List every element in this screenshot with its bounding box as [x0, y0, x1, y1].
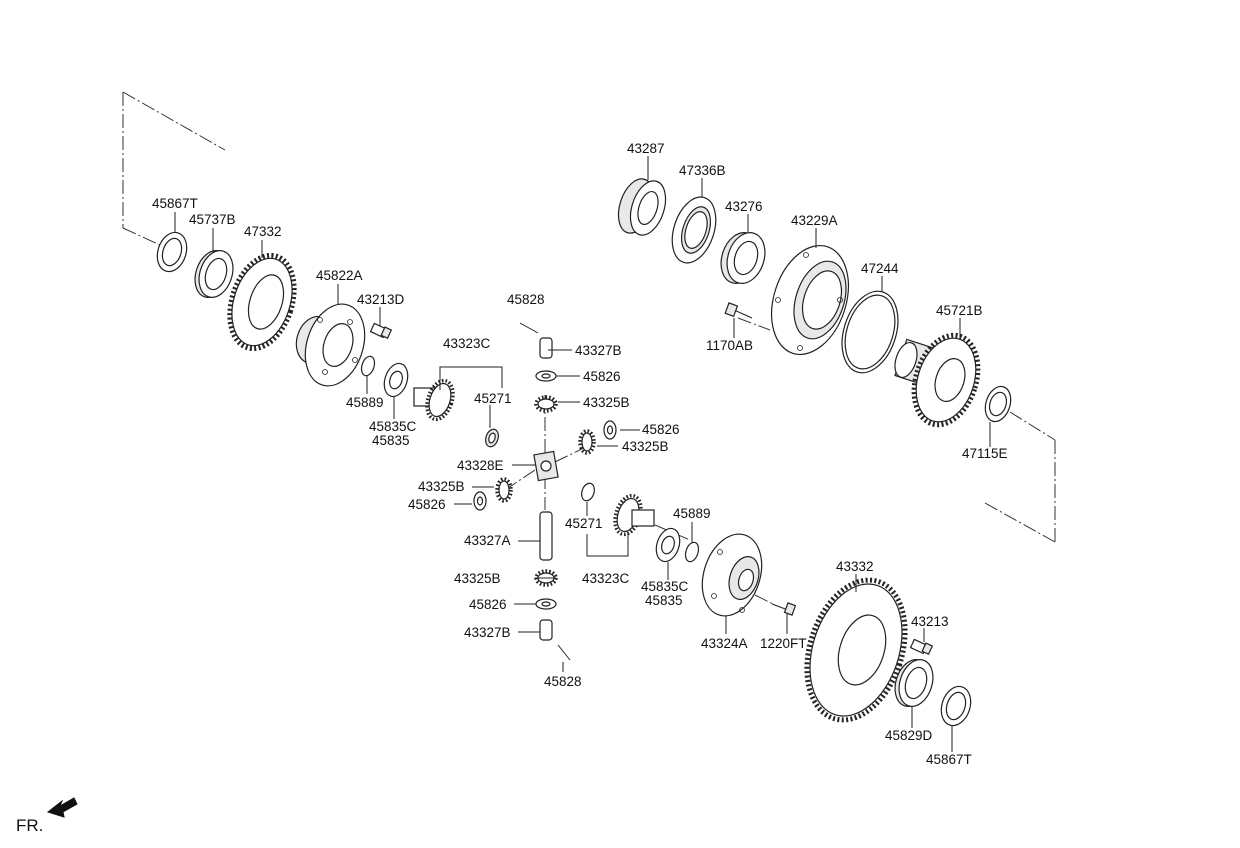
label-43213: 43213	[911, 614, 949, 629]
label-45829D: 45829D	[885, 728, 933, 743]
label-43213D: 43213D	[357, 292, 405, 307]
oil-seal-45271-bottom	[581, 482, 595, 502]
snap-ring-45889-left	[360, 355, 376, 377]
label-45721B: 45721B	[936, 303, 983, 318]
label-45271-top: 45271	[474, 391, 512, 406]
washer-45867T-top	[156, 231, 188, 273]
label-47244: 47244	[861, 261, 899, 276]
label-47336B: 47336B	[679, 163, 726, 178]
differential-case-45822A	[295, 303, 366, 387]
label-43276: 43276	[725, 199, 763, 214]
label-45826-4: 45826	[469, 597, 507, 612]
bolt-1170AB	[724, 302, 753, 319]
side-gear-43323C-left	[413, 378, 455, 422]
pin-43327B-top	[539, 337, 553, 359]
label-43325B-2: 43325B	[622, 439, 669, 454]
thrust-washer-45835C-right	[655, 527, 681, 563]
side-gear-43323C-right	[613, 493, 655, 537]
label-43325B-1: 43325B	[583, 395, 630, 410]
label-43327B-bottom: 43327B	[464, 625, 511, 640]
bearing-45737B	[194, 250, 234, 298]
pinion-43325B-2	[578, 429, 596, 455]
label-45826-3: 45826	[408, 497, 446, 512]
pinion-43325B-3	[495, 477, 513, 503]
retainer-43287	[617, 178, 667, 236]
label-45826-2: 45826	[642, 422, 680, 437]
pin-43327B-bottom	[539, 619, 553, 641]
part-number-labels: 45867T 45737B 47332 45822A 43213D 45889 …	[152, 141, 1008, 767]
roll-pin-45828-top	[519, 322, 539, 334]
bolt-1220FT	[771, 602, 797, 616]
label-45835C-left: 45835C	[369, 419, 417, 434]
front-direction-arrow-icon	[46, 797, 78, 818]
label-43332: 43332	[836, 559, 874, 574]
label-45271-bottom: 45271	[565, 516, 603, 531]
gear-45721B	[894, 332, 981, 428]
label-43323C-bottom: 43323C	[582, 571, 630, 586]
o-ring-47244	[841, 290, 899, 374]
washer-45867T-bottom	[940, 685, 972, 727]
front-direction-label: FR.	[16, 816, 43, 835]
label-43323C-top: 43323C	[443, 336, 491, 351]
bearing-47115E	[984, 385, 1012, 423]
label-43327B-top: 43327B	[575, 343, 622, 358]
washer-45826-4	[535, 598, 557, 610]
label-45828-bottom: 45828	[544, 674, 582, 689]
washer-45826-3	[473, 491, 487, 511]
label-43287: 43287	[627, 141, 665, 156]
bolt-43213	[909, 638, 934, 656]
ring-gear-47332	[227, 252, 297, 352]
differential-case-43324A	[701, 533, 763, 617]
thrust-washer-45835C-left	[383, 362, 409, 398]
label-45835-right: 45835	[645, 593, 683, 608]
label-1170AB: 1170AB	[706, 338, 753, 353]
label-45828-top: 45828	[507, 292, 545, 307]
shaft-holder-43328E	[533, 450, 559, 482]
shaft-43327A	[539, 511, 553, 561]
label-45889-right: 45889	[673, 506, 711, 521]
roll-pin-45828-bottom	[557, 644, 571, 661]
oil-seal-47336B	[671, 196, 717, 264]
washer-45826-2	[603, 420, 617, 440]
ring-gear-43332	[804, 577, 908, 723]
bearing-45829D	[894, 659, 934, 707]
label-45737B: 45737B	[189, 212, 236, 227]
pinion-43325B-1	[534, 395, 558, 413]
label-43325B-4: 43325B	[454, 571, 501, 586]
label-43324A: 43324A	[701, 636, 748, 651]
label-43327A: 43327A	[464, 533, 511, 548]
leader-lines	[174, 156, 991, 752]
label-45822A: 45822A	[316, 268, 363, 283]
label-45826-1: 45826	[583, 369, 621, 384]
label-45867T-bottom: 45867T	[926, 752, 972, 767]
snap-ring-45889-right	[684, 541, 700, 563]
label-43328E: 43328E	[457, 458, 504, 473]
washer-45826-1	[535, 370, 557, 382]
label-45889-left: 45889	[346, 395, 384, 410]
front-direction-indicator: FR.	[16, 797, 78, 835]
label-45867T-top: 45867T	[152, 196, 198, 211]
label-47332: 47332	[244, 224, 282, 239]
oil-seal-45271-top	[485, 428, 499, 448]
label-43325B-3: 43325B	[418, 479, 465, 494]
label-47115E: 47115E	[962, 446, 1008, 461]
label-45835-left: 45835	[372, 433, 410, 448]
label-43229A: 43229A	[791, 213, 838, 228]
housing-43229A	[771, 244, 849, 356]
bearing-43276	[720, 232, 766, 284]
label-45835C-right: 45835C	[641, 579, 689, 594]
label-1220FT: 1220FT	[760, 636, 807, 651]
bolt-43213D	[369, 322, 393, 340]
